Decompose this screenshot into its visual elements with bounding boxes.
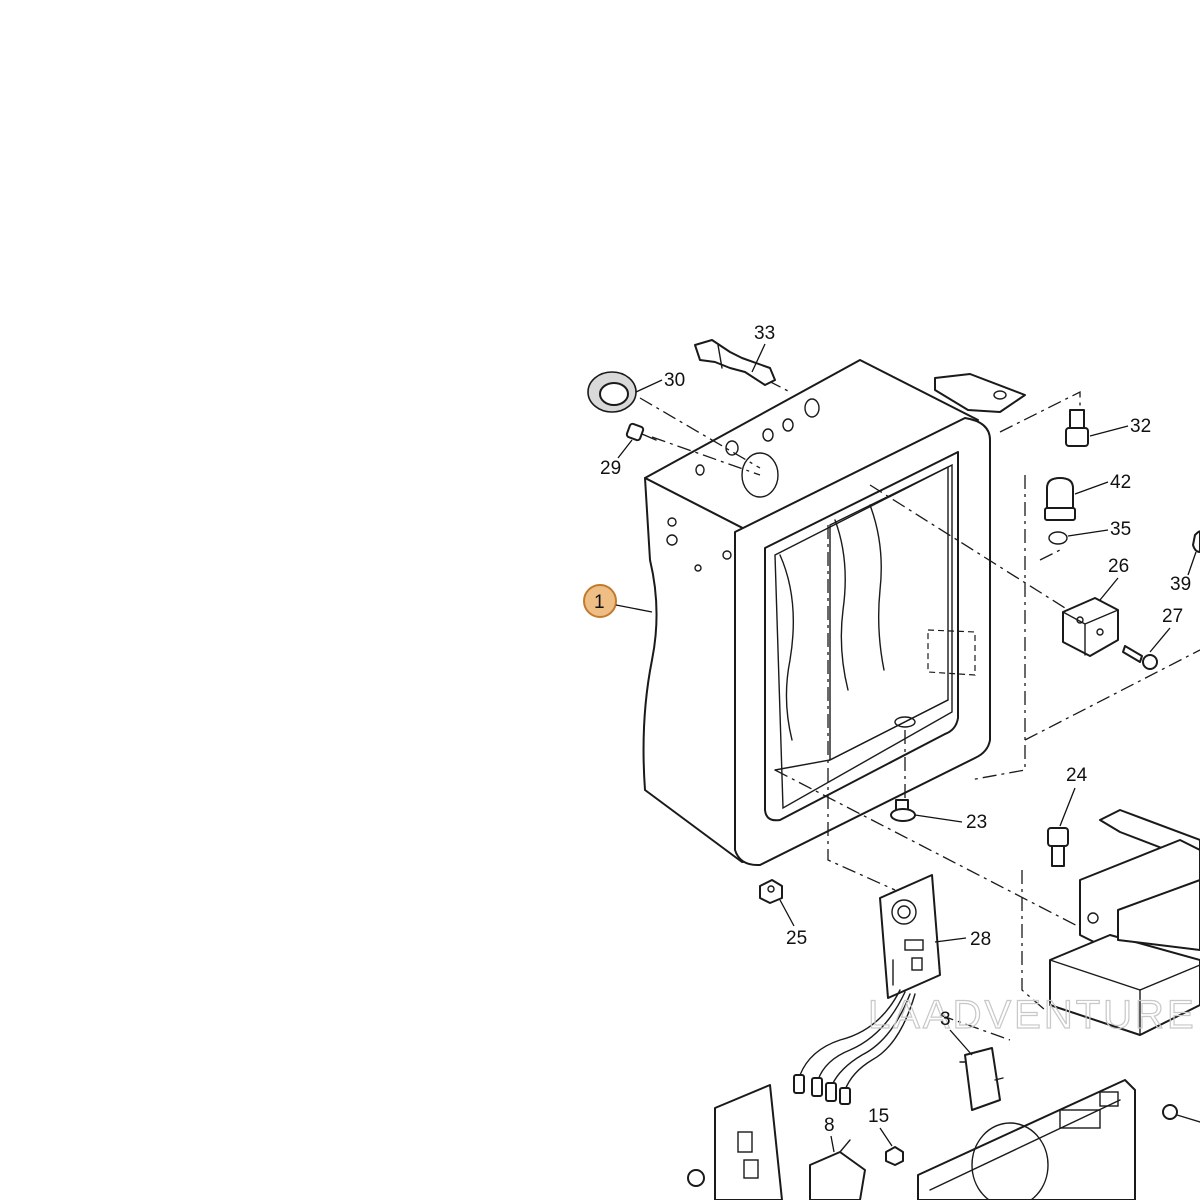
callout-27-label: 27 <box>1162 606 1183 627</box>
switch-3 <box>959 1047 1004 1111</box>
enclosure-housing <box>642 359 991 867</box>
callout-25-label: 25 <box>786 928 807 949</box>
callout-35-label: 35 <box>1110 519 1131 540</box>
callout-24-label: 24 <box>1066 765 1088 786</box>
callout-3-label: 3 <box>940 1009 951 1030</box>
callout-1-marker[interactable] <box>583 584 617 618</box>
callouts: 1 33 30 29 32 42 35 39 26 27 24 23 <box>583 323 1197 1153</box>
o-ring-35 <box>1048 531 1068 545</box>
toggle-switch-8 <box>809 1139 866 1200</box>
receptacle-part <box>687 1084 783 1200</box>
cap-42 <box>1044 477 1076 521</box>
screw-27 <box>1122 645 1158 670</box>
callout-26-label: 26 <box>1108 556 1129 577</box>
fitting-32 <box>1065 409 1089 447</box>
block-26 <box>1062 597 1119 657</box>
callout-39-label: 39 <box>1170 574 1191 595</box>
part-39 <box>1192 530 1200 553</box>
clamp-part <box>694 339 776 386</box>
nut-25 <box>759 879 783 904</box>
nut-15 <box>885 1146 904 1166</box>
callout-8-label: 8 <box>824 1115 835 1136</box>
callout-32-label: 32 <box>1130 416 1151 437</box>
callout-29-label: 29 <box>600 458 621 479</box>
transformer-assembly <box>1049 809 1200 1036</box>
callout-28-label: 28 <box>970 929 991 950</box>
callout-15-label: 15 <box>868 1106 889 1127</box>
bolt-24 <box>1047 827 1069 867</box>
callout-30-label: 30 <box>664 370 685 391</box>
callout-42-label: 42 <box>1110 472 1131 493</box>
watermark-text: LAADVENTURE <box>868 993 1197 1037</box>
callout-1-label: 1 <box>594 592 605 613</box>
grommet-part <box>587 371 637 413</box>
front-panel <box>917 1079 1200 1200</box>
assembly-lines <box>639 355 1200 1041</box>
callout-33-label: 33 <box>754 323 775 344</box>
screw-29 <box>625 422 657 442</box>
callout-23-label: 23 <box>966 812 987 833</box>
mounting-bracket <box>934 373 1026 413</box>
circuit-board-28 <box>793 874 941 1105</box>
screw-23 <box>890 799 916 822</box>
